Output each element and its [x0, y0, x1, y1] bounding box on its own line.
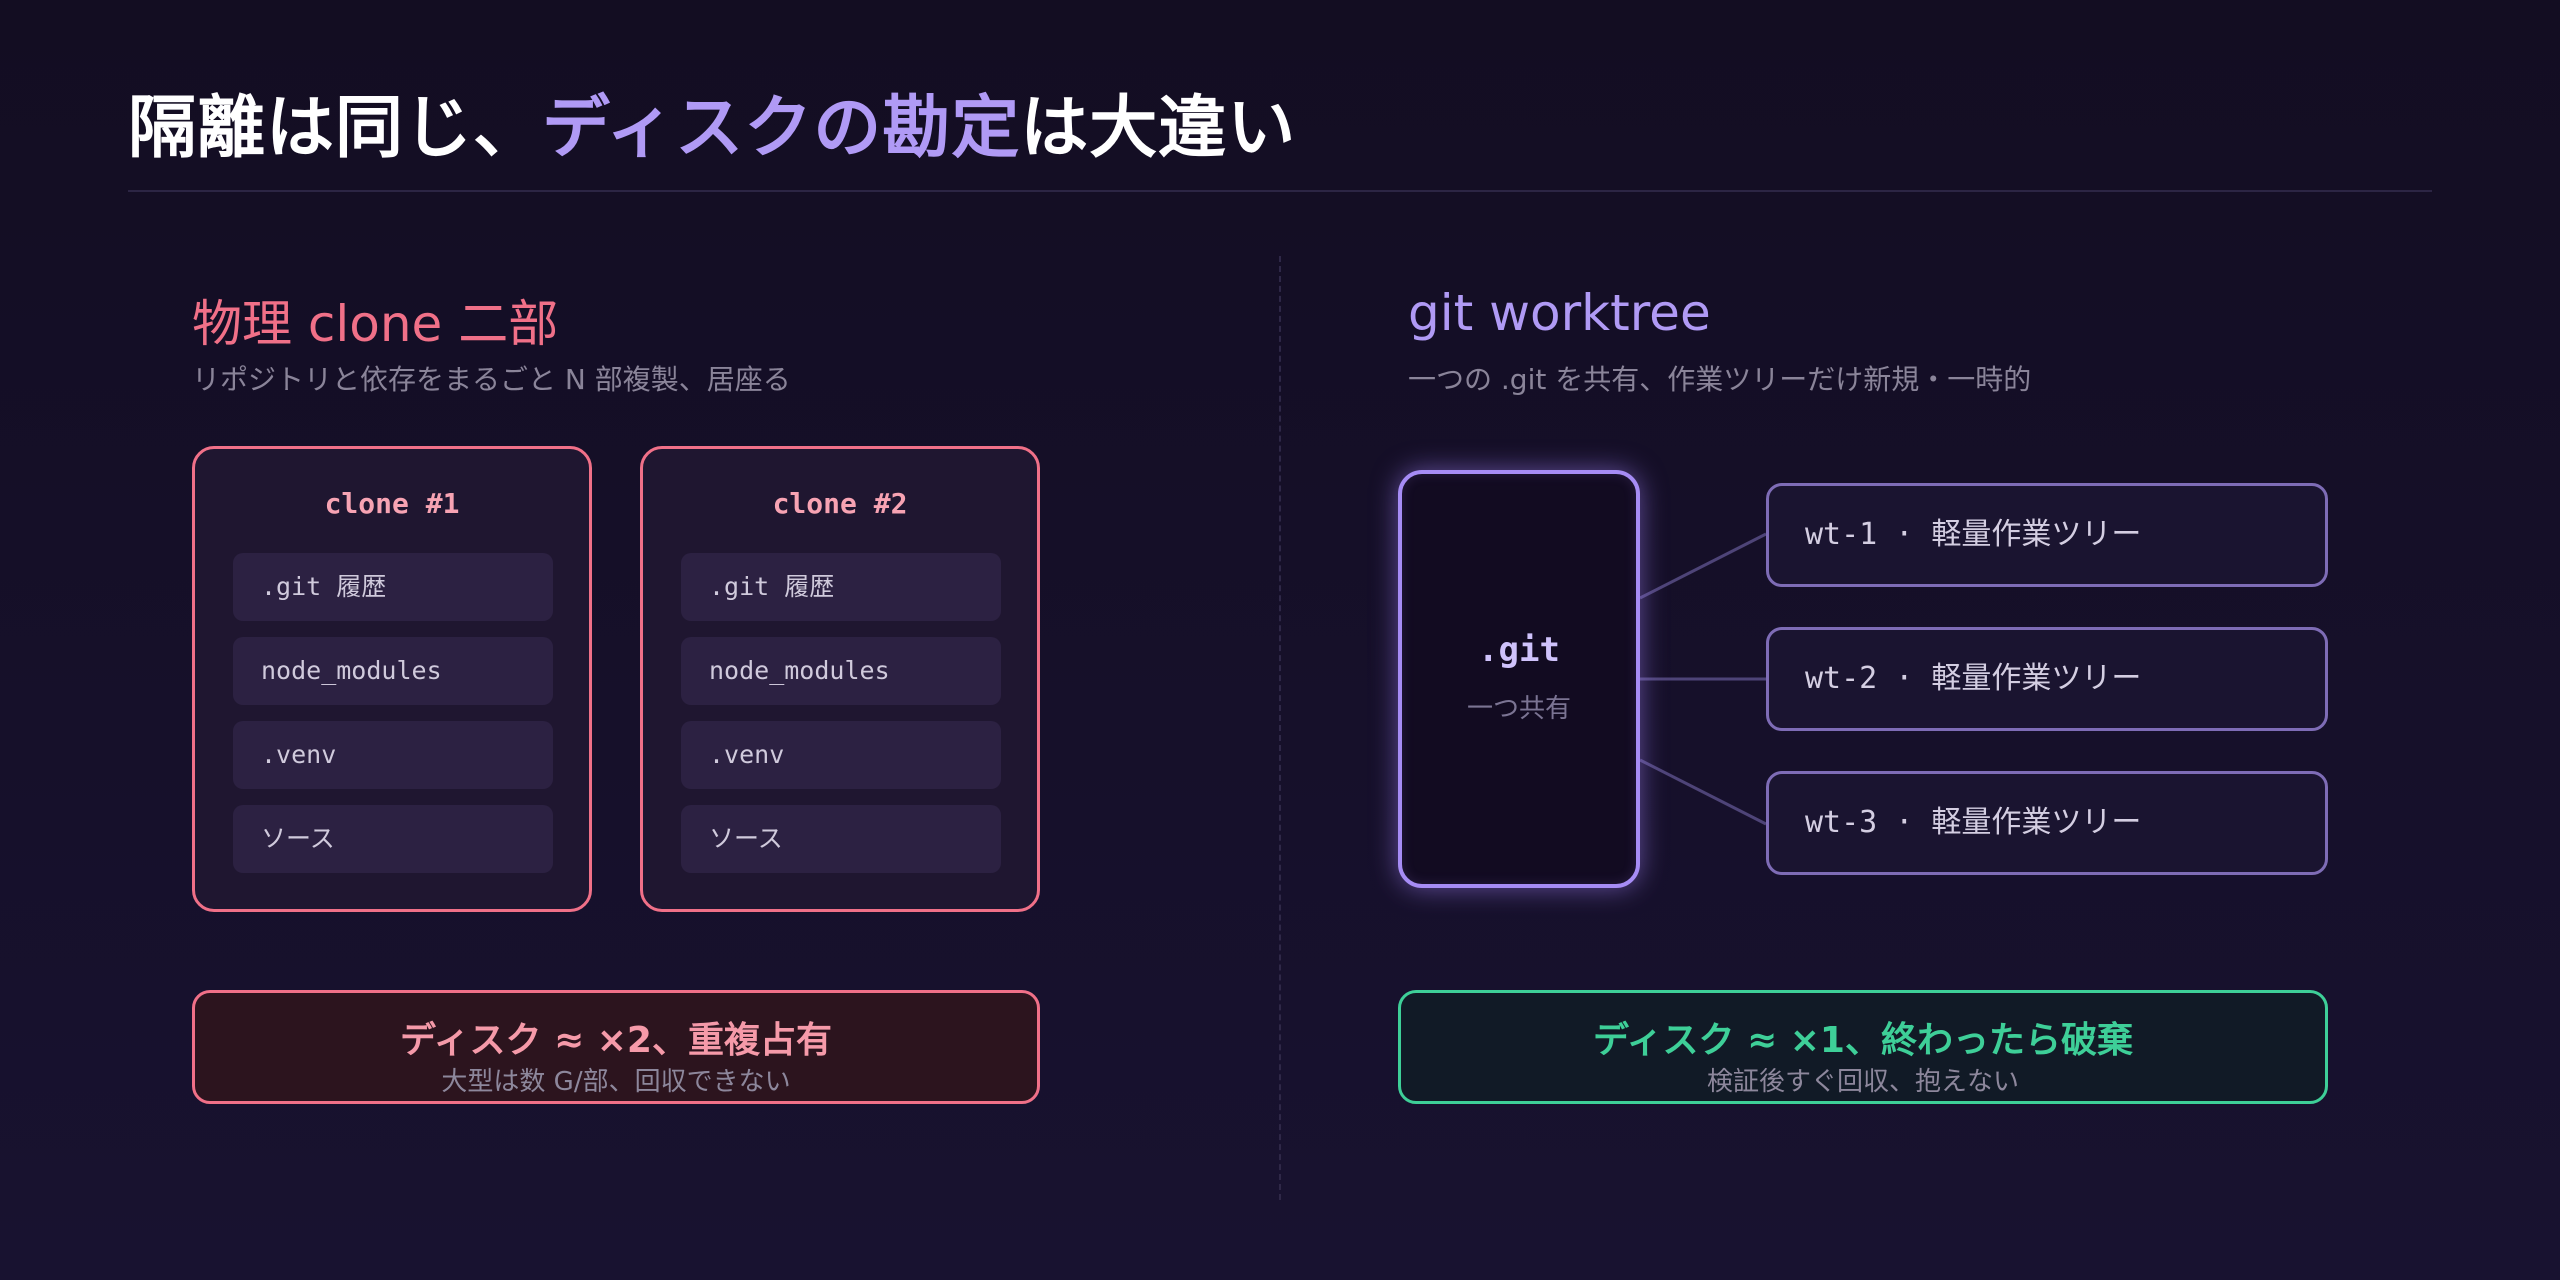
worktree-section-heading: git worktree	[1408, 284, 1711, 342]
clone-item: .git 履歴	[233, 553, 553, 621]
clone-section-heading: 物理 clone 二部	[192, 295, 559, 353]
worktree-result-main: ディスク ≈ ×1、終わったら破棄	[1593, 1020, 2133, 1061]
clone-item: ソース	[233, 805, 553, 873]
clone-box-2: clone #2 .git 履歴 node_modules .venv ソース	[640, 446, 1040, 912]
clone-section-subtitle: リポジトリと依存をまるごと N 部複製、居座る	[192, 363, 791, 396]
title-accent: ディスクの勘定	[542, 89, 1021, 168]
worktree-section-subtitle: 一つの .git を共有、作業ツリーだけ新規・一時的	[1408, 363, 2032, 396]
clone-item: .venv	[233, 721, 553, 789]
connector-line-wt-3	[1639, 758, 1767, 826]
clone-item: ソース	[681, 805, 1001, 873]
title-part1: 隔離は同じ、	[128, 89, 543, 168]
clone-result-box: ディスク ≈ ×2、重複占有 大型は数 G/部、回収できない	[192, 990, 1040, 1104]
git-box-sub: 一つ共有	[1466, 694, 1571, 724]
git-box-label: .git	[1478, 630, 1560, 670]
clone-title: clone #1	[324, 487, 460, 520]
page-title: 隔離は同じ、ディスクの勘定は大違い	[128, 72, 1296, 171]
worktree-box-3: wt-3 · 軽量作業ツリー	[1766, 771, 2328, 875]
clone-box-1: clone #1 .git 履歴 node_modules .venv ソース	[192, 446, 592, 912]
clone-result-main: ディスク ≈ ×2、重複占有	[400, 1020, 832, 1061]
clone-result-sub: 大型は数 G/部、回収できない	[441, 1067, 791, 1097]
worktree-result-sub: 検証後すぐ回収、抱えない	[1706, 1067, 2019, 1097]
connector-line-wt-1	[1639, 532, 1767, 600]
title-rule	[128, 190, 2432, 192]
worktree-box-2: wt-2 · 軽量作業ツリー	[1766, 627, 2328, 731]
clone-item: node_modules	[681, 637, 1001, 705]
shared-git-box: .git 一つ共有	[1398, 470, 1640, 888]
clone-item: .venv	[681, 721, 1001, 789]
clone-title: clone #2	[772, 487, 908, 520]
title-part2: は大違い	[1020, 89, 1297, 168]
clone-item: .git 履歴	[681, 553, 1001, 621]
worktree-result-box: ディスク ≈ ×1、終わったら破棄 検証後すぐ回収、抱えない	[1398, 990, 2328, 1104]
worktree-box-1: wt-1 · 軽量作業ツリー	[1766, 483, 2328, 587]
clone-item: node_modules	[233, 637, 553, 705]
section-divider	[1279, 256, 1281, 1200]
